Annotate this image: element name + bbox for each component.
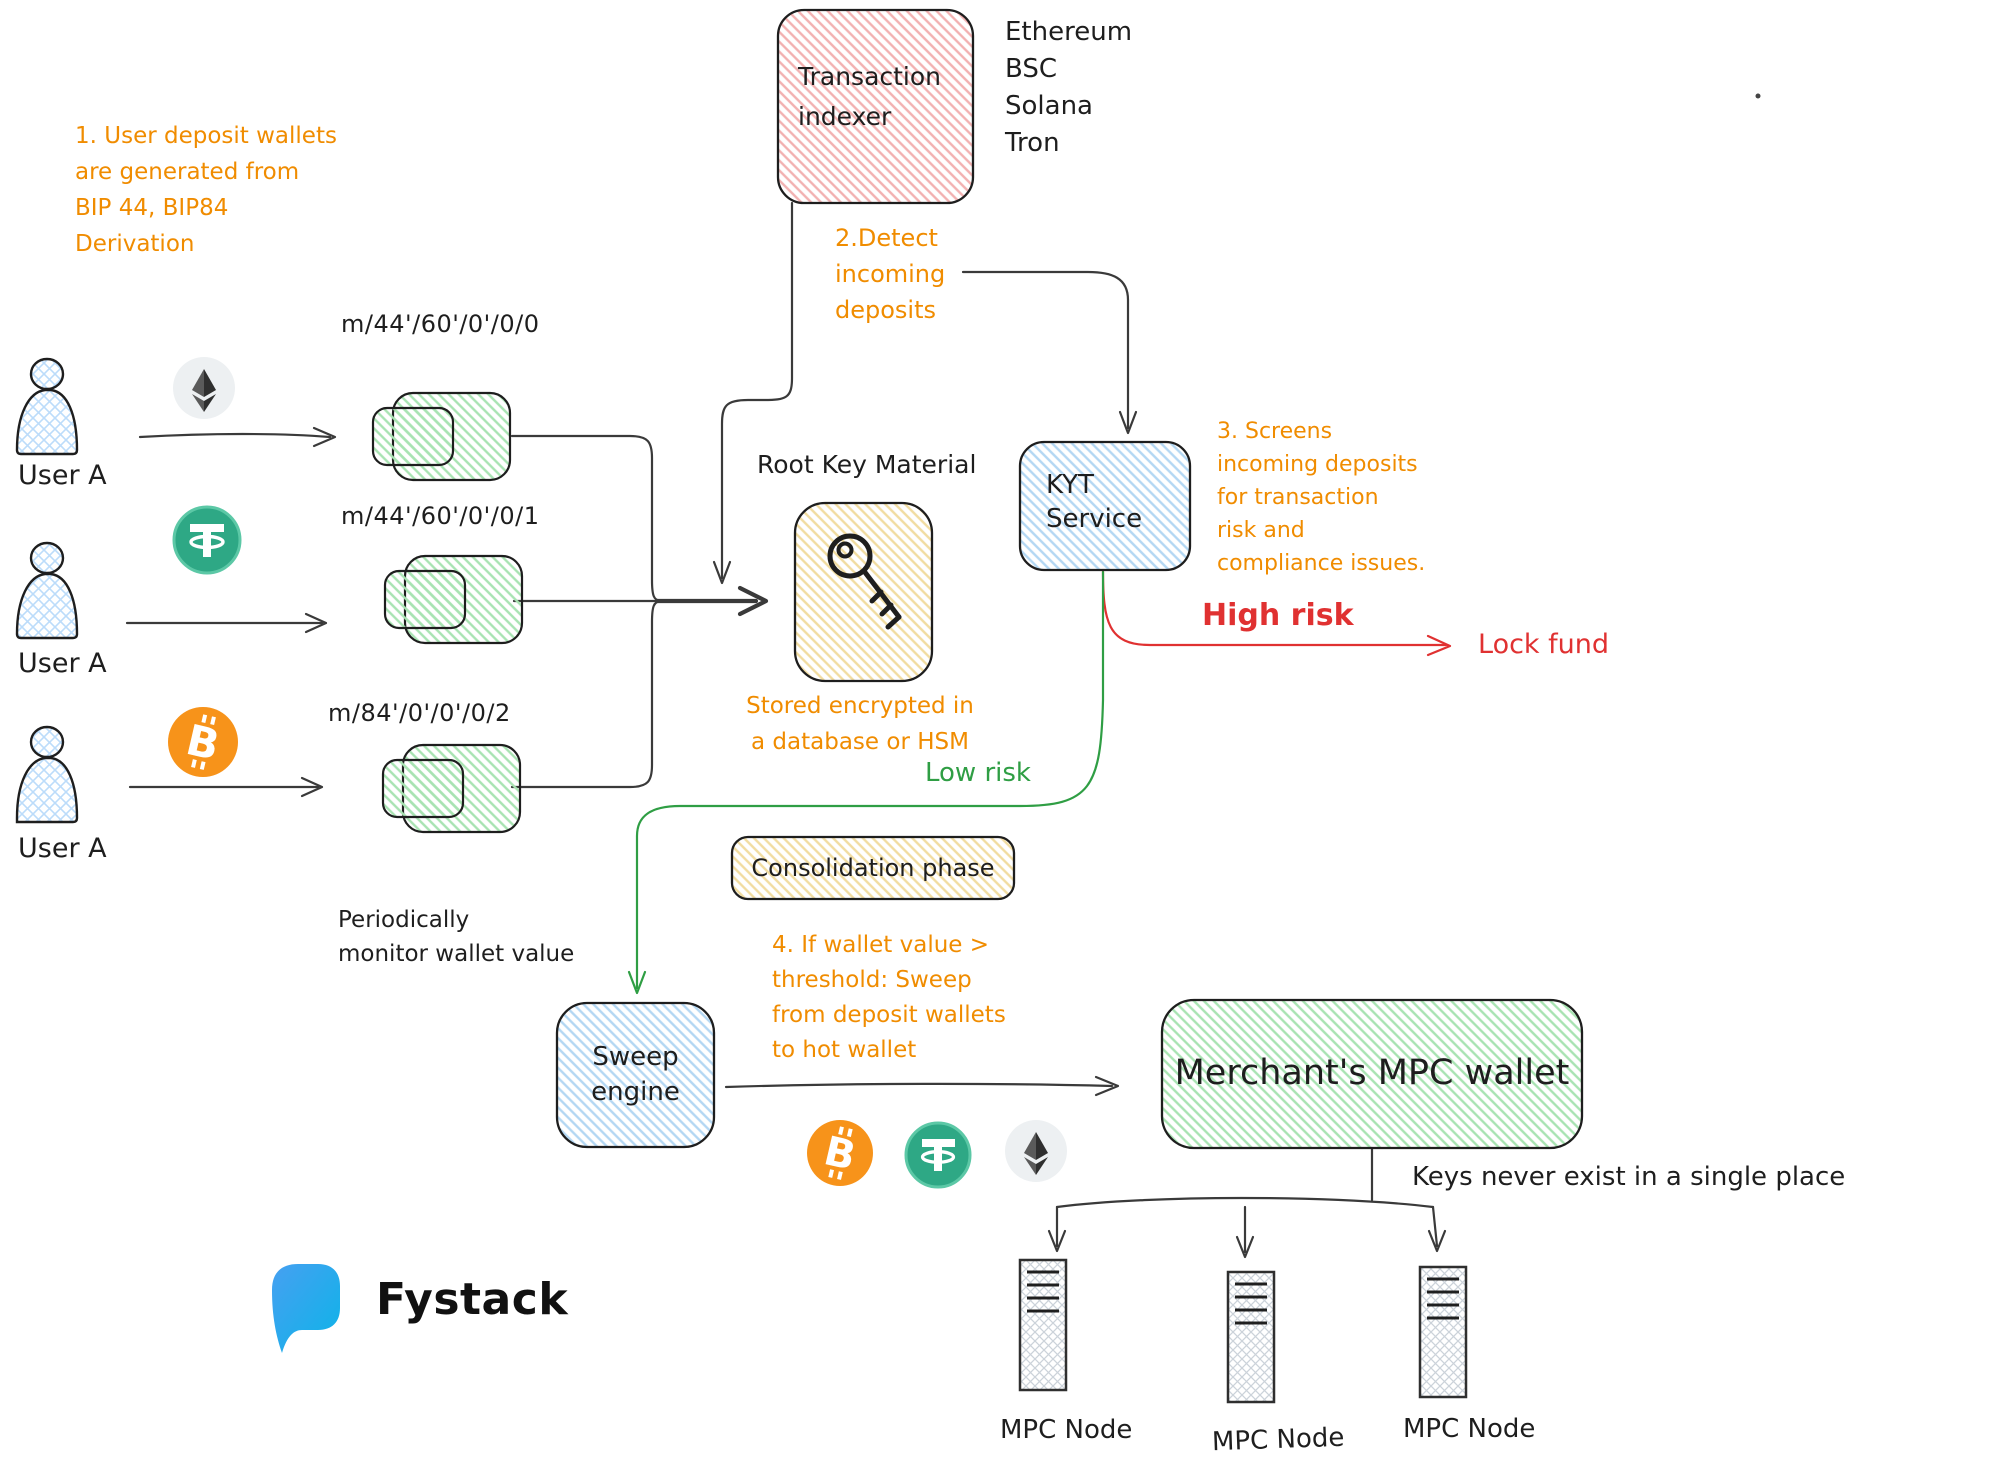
bitcoin-icon: B bbox=[168, 707, 238, 777]
risk-branches bbox=[627, 568, 1452, 995]
connector-wallet1-merge bbox=[510, 434, 662, 603]
chain-tron: Tron bbox=[1005, 128, 1060, 158]
server-icon-2 bbox=[1226, 1270, 1276, 1404]
chain-ethereum: Ethereum bbox=[1005, 17, 1133, 47]
arrow-user1-wallet1 bbox=[138, 426, 337, 448]
tether-icon-bottom bbox=[904, 1121, 972, 1189]
root-key-label: Root Key Material bbox=[757, 450, 977, 479]
user-icon-3 bbox=[15, 725, 79, 824]
keys-note: Keys never exist in a single place bbox=[1412, 1162, 1846, 1192]
key-icon bbox=[827, 533, 902, 630]
mpc-servers bbox=[1018, 1258, 1468, 1404]
low-risk-label: Low risk bbox=[925, 758, 1031, 788]
stray-dot bbox=[1755, 93, 1761, 99]
server-icon-3 bbox=[1418, 1265, 1468, 1399]
arrow-low-risk bbox=[627, 570, 1105, 995]
user-icon-2 bbox=[15, 541, 79, 640]
tether-icon bbox=[172, 505, 242, 575]
lock-fund-label: Lock fund bbox=[1478, 629, 1610, 660]
user-icons bbox=[15, 357, 79, 824]
sweep-engine-box bbox=[555, 1001, 716, 1149]
user-icon-1 bbox=[15, 357, 79, 456]
wallet-icon-3 bbox=[381, 743, 522, 834]
sweep-engine-label: Sweep engine bbox=[591, 1042, 680, 1107]
merchant-mpc-wallet-box bbox=[1160, 998, 1584, 1150]
bitcoin-icon-bottom: B bbox=[807, 1120, 873, 1186]
monitor-note: Periodically monitor wallet value bbox=[338, 907, 575, 967]
wallet-icon-1 bbox=[371, 391, 512, 482]
consolidation-phase-label: Consolidation phase bbox=[751, 853, 995, 882]
merchant-mpc-wallet-label: Merchant's MPC wallet bbox=[1174, 1053, 1570, 1094]
arrow-indexer-rootkey bbox=[712, 201, 794, 585]
note-step2: 2.Detect incoming deposits bbox=[835, 224, 946, 324]
chain-list: Ethereum BSC Solana Tron bbox=[1005, 14, 1132, 162]
kyt-service-box bbox=[1018, 440, 1192, 572]
consolidation-box bbox=[730, 835, 1016, 901]
note-step1: 1. User deposit wallets are generated fr… bbox=[75, 123, 337, 257]
arrow-user3-wallet3 bbox=[128, 776, 324, 798]
user-label-3: User A bbox=[18, 833, 107, 864]
arrow-sweep-merchant bbox=[724, 1075, 1120, 1097]
connector-merchant-mpc bbox=[1047, 1146, 1447, 1259]
arrow-merge-rootkey bbox=[654, 585, 769, 617]
ethereum-icon-bottom bbox=[1005, 1120, 1067, 1182]
server-icon-1 bbox=[1018, 1258, 1068, 1392]
user-label-1: User A bbox=[18, 460, 107, 491]
brand-logo-icon bbox=[272, 1264, 340, 1353]
derivation-path-3: m/84'/0'/0'/0/2 bbox=[328, 699, 511, 727]
note-step3: 3. Screens incoming deposits for transac… bbox=[1217, 419, 1426, 576]
kyt-service-label: KYT Service bbox=[1046, 470, 1143, 534]
transaction-indexer-box bbox=[776, 8, 975, 205]
deposit-wallets bbox=[371, 391, 524, 834]
wallet-icon-2 bbox=[383, 554, 524, 645]
ethereum-icon bbox=[173, 357, 235, 419]
chain-bsc: BSC bbox=[1005, 54, 1058, 84]
transaction-indexer-label: Transaction indexer bbox=[798, 62, 942, 131]
mpc-node-label-2: MPC Node bbox=[1211, 1422, 1345, 1458]
brand-name: Fystack bbox=[376, 1274, 569, 1325]
mpc-node-label-1: MPC Node bbox=[1000, 1415, 1133, 1445]
connector-wallet3-merge bbox=[510, 599, 662, 789]
arrow-user2-wallet2 bbox=[125, 612, 328, 634]
note-step4: 4. If wallet value > threshold: Sweep fr… bbox=[772, 932, 1006, 1063]
node-boxes bbox=[555, 8, 1584, 1150]
derivation-path-2: m/44'/60'/0'/0/1 bbox=[341, 502, 540, 530]
chain-solana: Solana bbox=[1005, 91, 1093, 121]
high-risk-label: High risk bbox=[1202, 598, 1354, 633]
root-key-box bbox=[793, 501, 934, 683]
user-label-2: User A bbox=[18, 648, 107, 679]
stored-encrypted-note: Stored encrypted in a database or HSM bbox=[746, 693, 974, 755]
connector-lines bbox=[125, 201, 1447, 1259]
derivation-path-1: m/44'/60'/0'/0/0 bbox=[341, 310, 540, 338]
mpc-node-label-3: MPC Node bbox=[1403, 1414, 1536, 1444]
arrow-indexer-kyt bbox=[961, 270, 1138, 435]
